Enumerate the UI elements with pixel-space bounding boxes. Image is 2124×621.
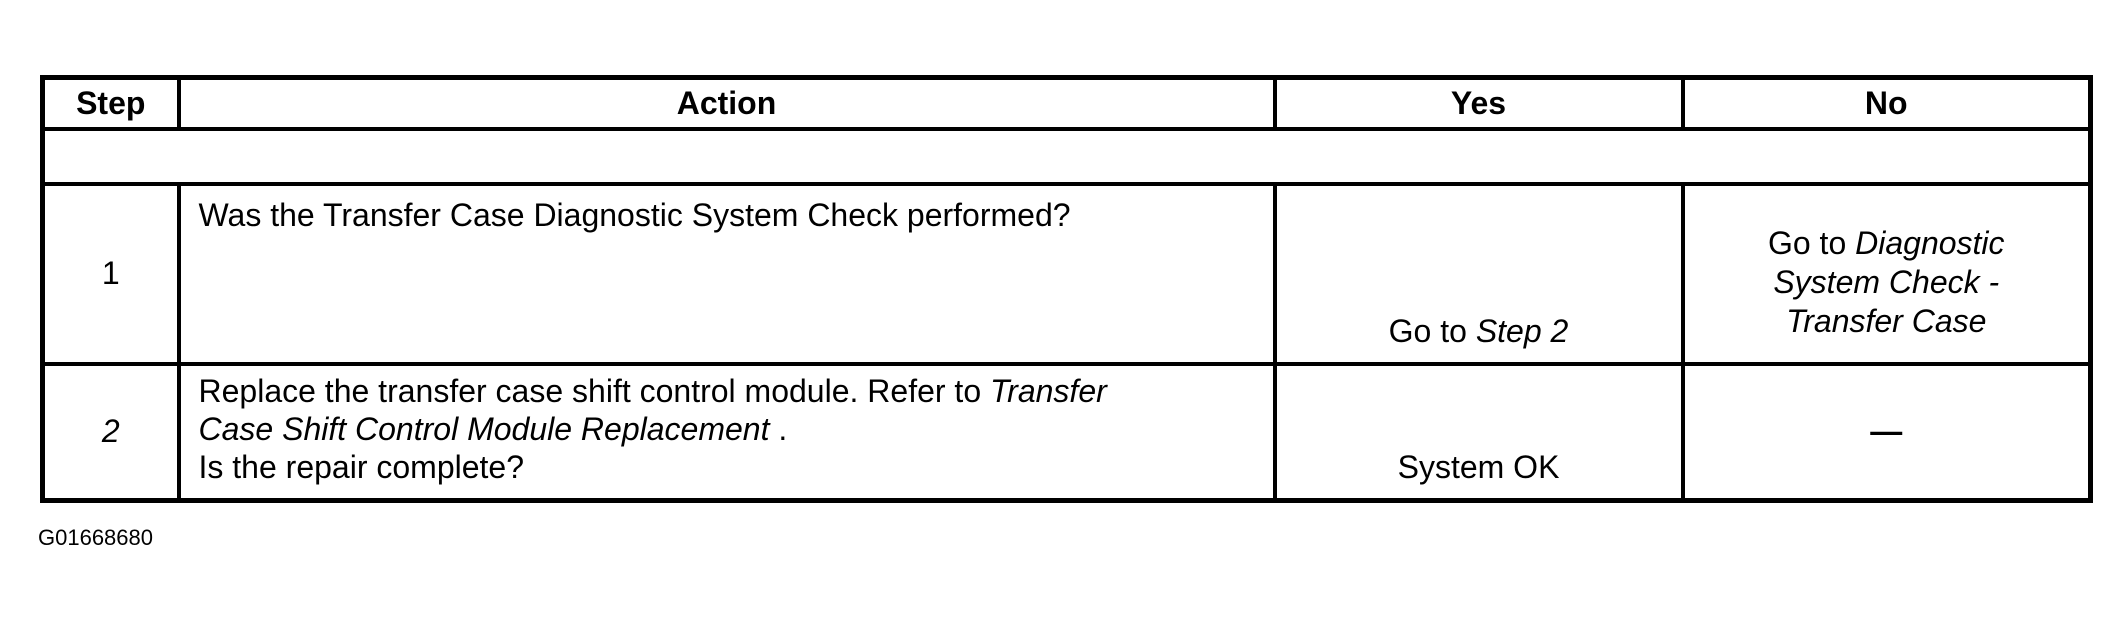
action-cell: Was the Transfer Case Diagnostic System … <box>176 181 1277 366</box>
action-link-suffix: . <box>769 410 788 447</box>
no-cell: Go to Diagnostic System Check - Transfer… <box>1680 181 2093 366</box>
action-text: Was the Transfer Case Diagnostic System … <box>198 196 1071 233</box>
step-number: 2 <box>40 361 181 503</box>
blank-cell <box>40 127 2093 186</box>
no-link-line3[interactable]: Transfer Case <box>1786 303 1987 340</box>
figure-id: G01668680 <box>38 525 153 550</box>
header-no: No <box>1680 75 2093 131</box>
header-yes: Yes <box>1272 75 1685 131</box>
table-row: 2 Replace the transfer case shift contro… <box>40 361 2093 503</box>
header-step: Step <box>40 75 181 131</box>
yes-cell: System OK <box>1272 361 1685 503</box>
no-link-line2[interactable]: System Check - <box>1773 264 2000 301</box>
diagnostic-table: Step Action Yes No 1 Was the Transfer Ca… <box>40 75 2093 503</box>
action-cell: Replace the transfer case shift control … <box>176 361 1277 503</box>
blank-row <box>40 127 2093 186</box>
yes-prefix: Go to <box>1388 312 1476 349</box>
action-text: Replace the transfer case shift control … <box>198 372 990 409</box>
yes-link-step-2[interactable]: Step 2 <box>1475 312 1569 349</box>
yes-cell: Go to Step 2 <box>1272 181 1685 366</box>
action-link-line1[interactable]: Transfer <box>990 372 1107 409</box>
no-link-line1[interactable]: Diagnostic <box>1855 225 2005 262</box>
action-link-line2[interactable]: Case Shift Control Module Replacement <box>198 410 770 447</box>
no-prefix: Go to <box>1767 225 1856 262</box>
header-row: Step Action Yes No <box>40 75 2093 131</box>
yes-text: System OK <box>1397 449 1560 485</box>
header-action: Action <box>176 75 1277 131</box>
no-cell: — <box>1680 361 2093 503</box>
step-number: 1 <box>40 181 181 366</box>
table-row: 1 Was the Transfer Case Diagnostic Syste… <box>40 181 2093 366</box>
action-question: Is the repair complete? <box>198 448 525 485</box>
dash-mark: — <box>1870 413 1903 450</box>
